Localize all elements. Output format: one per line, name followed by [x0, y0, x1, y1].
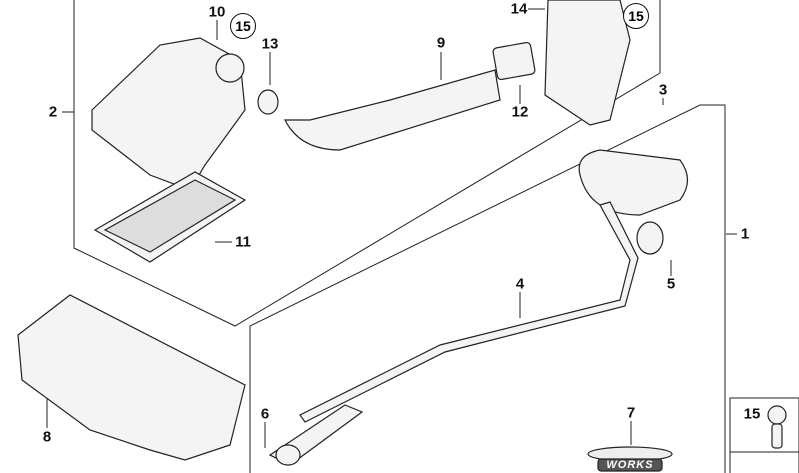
air-filter-housing	[91, 37, 246, 191]
label-15-circled: 15	[230, 13, 256, 39]
label-3: 3	[658, 81, 668, 99]
screw-box	[729, 397, 799, 473]
label-6: 6	[260, 405, 270, 423]
label-15-screw: 15	[743, 405, 761, 423]
label-7: 7	[626, 404, 636, 422]
label-5: 5	[666, 275, 676, 293]
label-10: 10	[208, 3, 226, 21]
gasket	[492, 41, 536, 81]
label-1: 1	[740, 225, 750, 243]
label-12: 12	[511, 103, 529, 121]
seal-ring	[257, 89, 279, 115]
label-2: 2	[48, 103, 58, 121]
bracket	[544, 0, 631, 126]
label-15-circled-2: 15	[623, 3, 649, 29]
label-11: 11	[235, 233, 251, 251]
exhaust-pipe	[299, 201, 639, 423]
intake-duct	[284, 69, 501, 151]
label-9: 9	[436, 34, 446, 52]
engine-cover	[17, 294, 246, 461]
label-8: 8	[42, 428, 52, 446]
group-frame-intake	[73, 0, 661, 327]
label-4: 4	[515, 275, 525, 293]
works-logo-text: WORKS	[606, 459, 654, 471]
group-frame-exhaust	[249, 104, 726, 473]
rear-muffler	[578, 149, 689, 216]
pipe-sleeve	[636, 221, 664, 255]
label-13: 13	[261, 35, 279, 53]
label-14: 14	[510, 0, 528, 18]
